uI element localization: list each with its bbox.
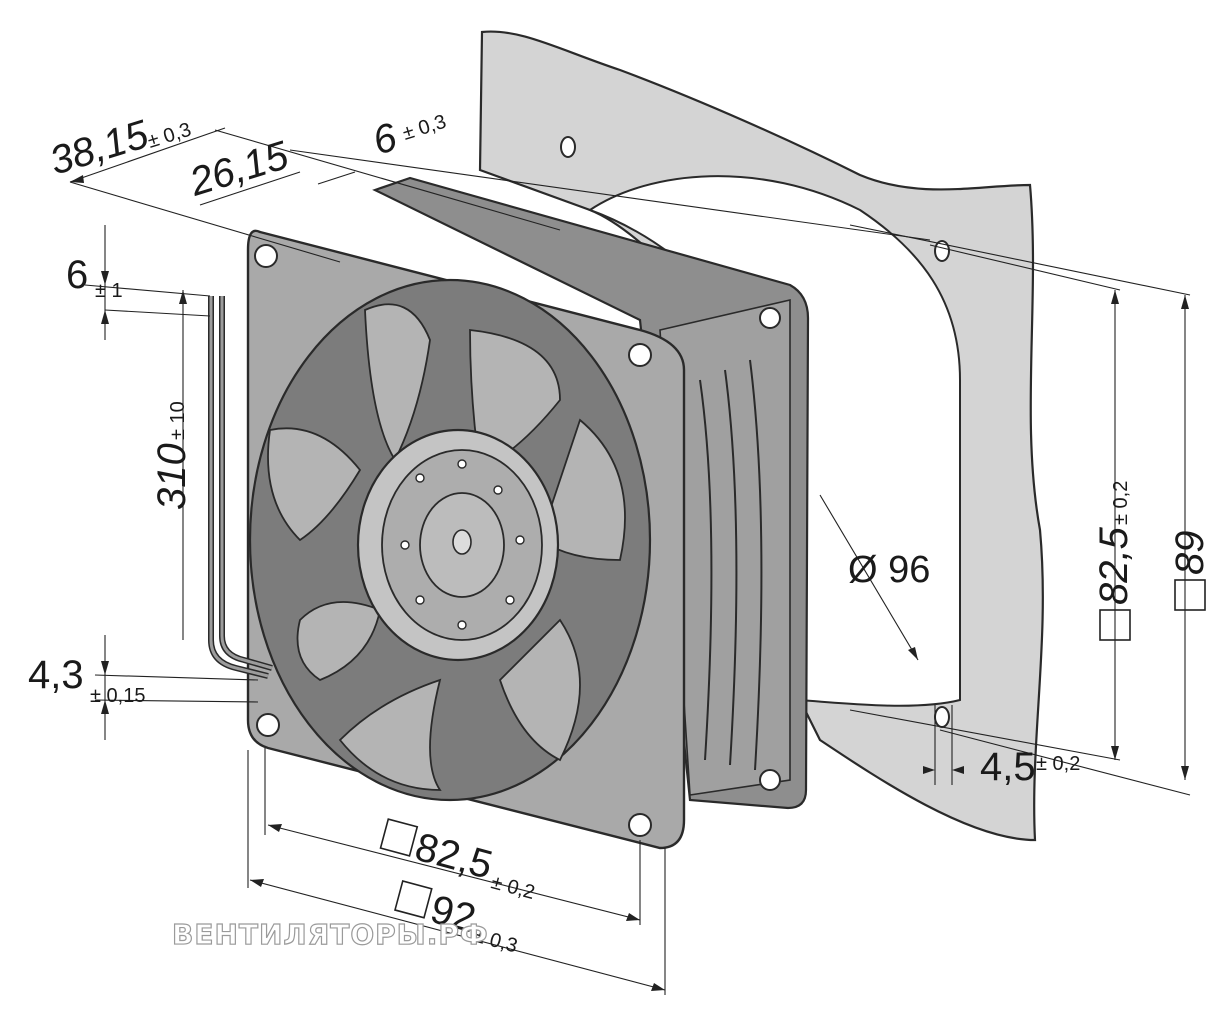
svg-text:± 0,2: ± 0,2 <box>489 871 538 904</box>
dim-cutout-dia: Ø 96 <box>848 549 930 591</box>
lead-wires <box>208 296 273 679</box>
svg-text:± 0,15: ± 0,15 <box>90 685 145 707</box>
front-hole-br <box>628 813 652 837</box>
dim-wire-strip: 6 ± 1 <box>66 253 123 302</box>
dim-lead-length: 310 ± 10 <box>150 401 194 510</box>
front-hole-tr <box>628 343 652 367</box>
svg-text:± 0,2: ± 0,2 <box>1110 481 1132 525</box>
svg-text:± 0,3: ± 0,3 <box>400 111 449 145</box>
dim-depth-total: 38,15 ± 0,3 <box>45 112 194 184</box>
dim-panel-square: 89 <box>1168 531 1212 611</box>
dim-hole-dia: 4,3 ± 0,15 <box>28 653 145 707</box>
dim-flange: 6 ± 0,3 <box>368 111 449 164</box>
svg-text:6: 6 <box>368 115 403 164</box>
svg-text:± 10: ± 10 <box>167 401 189 440</box>
svg-text:26,15: 26,15 <box>184 133 294 205</box>
fan-hub <box>356 428 560 662</box>
svg-text:82,5: 82,5 <box>411 825 498 888</box>
panel-hole-bottom-right <box>934 706 950 728</box>
svg-text:310: 310 <box>150 443 194 510</box>
svg-text:± 0,2: ± 0,2 <box>1036 753 1080 775</box>
watermark: ВЕНТИЛЯТОРЫ.РФ <box>171 917 489 951</box>
svg-text:38,15: 38,15 <box>45 112 154 184</box>
svg-text:82,5: 82,5 <box>1092 526 1136 605</box>
arrowheads <box>70 175 1189 991</box>
svg-text:89: 89 <box>1168 531 1212 576</box>
svg-text:6: 6 <box>66 253 88 297</box>
panel-hole-top-left <box>560 136 576 158</box>
fan-rear-frame <box>372 176 810 810</box>
dim-frame-width: 92 ± 0,3 <box>394 880 520 957</box>
front-hole-bl <box>256 713 280 737</box>
dim-panel-hole: 4,5 ± 0,2 <box>980 745 1080 789</box>
dimension-lines <box>69 127 1191 995</box>
dim-hole-spacing-bottom: 82,5 ± 0,2 <box>379 818 538 904</box>
dim-depth-body: 26,15 <box>184 133 294 205</box>
dim-hole-spacing-right: 82,5 ± 0,2 <box>1092 481 1136 641</box>
panel-hole-top-right <box>934 240 950 262</box>
svg-text:ВЕНТИЛЯТОРЫ.РФ: ВЕНТИЛЯТОРЫ.РФ <box>172 918 489 951</box>
svg-text:± 1: ± 1 <box>95 280 123 302</box>
svg-text:4,3: 4,3 <box>28 653 84 697</box>
svg-text:4,5: 4,5 <box>980 745 1036 789</box>
fan-blades <box>267 303 626 791</box>
front-hole-tl <box>254 244 278 268</box>
svg-text:Ø 96: Ø 96 <box>848 549 930 591</box>
